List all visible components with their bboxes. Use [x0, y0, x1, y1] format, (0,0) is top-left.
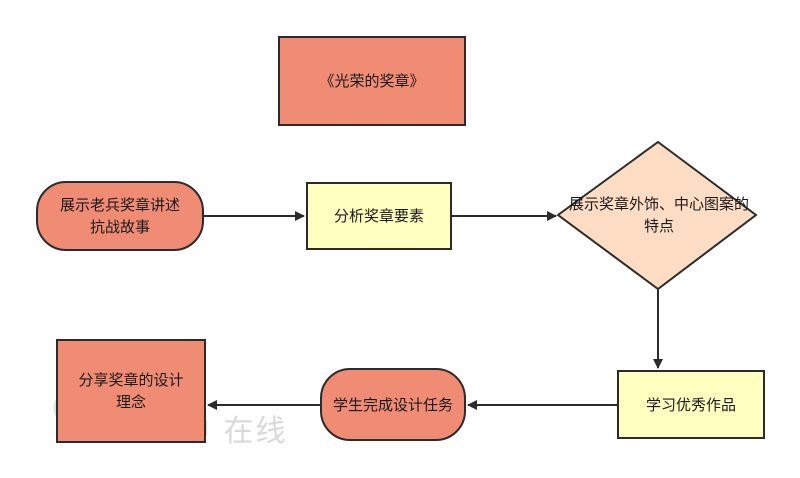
features-label: 展示奖章外饰、中心图案的特点 — [568, 195, 749, 235]
concept-node: 分享奖章的设计理念 — [56, 339, 206, 443]
analyze-label: 分析奖章要素 — [333, 207, 424, 225]
title-node: 《光荣的奖章》 — [278, 36, 466, 126]
analyze-node: 分析奖章要素 — [306, 182, 452, 250]
study-label: 学习优秀作品 — [645, 395, 736, 414]
task-node: 学生完成设计任务 — [320, 368, 466, 441]
start-node: 展示老兵奖章讲述抗战故事 — [36, 181, 204, 251]
study-node: 学习优秀作品 — [617, 370, 765, 439]
start-label: 展示老兵奖章讲述抗战故事 — [59, 196, 180, 236]
concept-label: 分享奖章的设计理念 — [78, 371, 184, 411]
title-label: 《光荣的奖章》 — [319, 72, 425, 90]
task-label: 学生完成设计任务 — [332, 395, 453, 414]
